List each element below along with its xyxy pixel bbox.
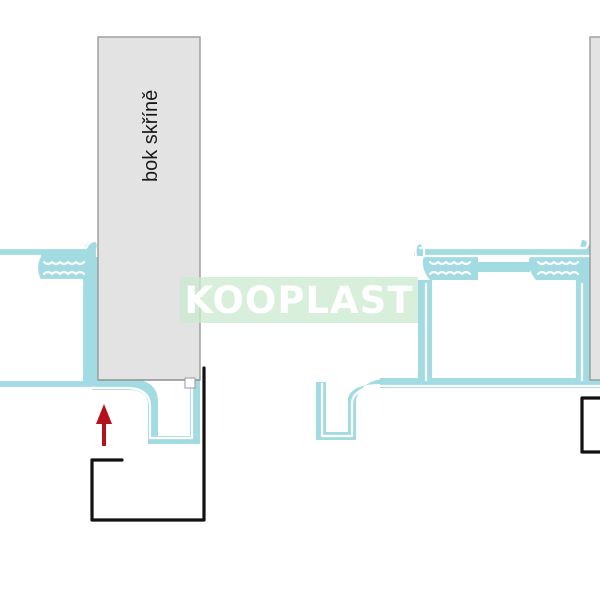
left-mounting-rail <box>90 366 206 522</box>
right-assembly <box>316 36 600 454</box>
right-cabinet-panel <box>589 36 600 381</box>
panel-label: bok skříně <box>140 90 162 182</box>
left-assembly: bok skříně <box>0 36 206 522</box>
right-profile <box>316 238 600 440</box>
kooplast-watermark: KOOPLAST <box>180 277 418 323</box>
cabinet-side-panel: bok skříně <box>97 36 201 381</box>
insert-arrow-icon <box>96 404 112 446</box>
watermark-text: KOOPLAST <box>184 279 413 322</box>
right-mounting-rail <box>580 396 600 454</box>
